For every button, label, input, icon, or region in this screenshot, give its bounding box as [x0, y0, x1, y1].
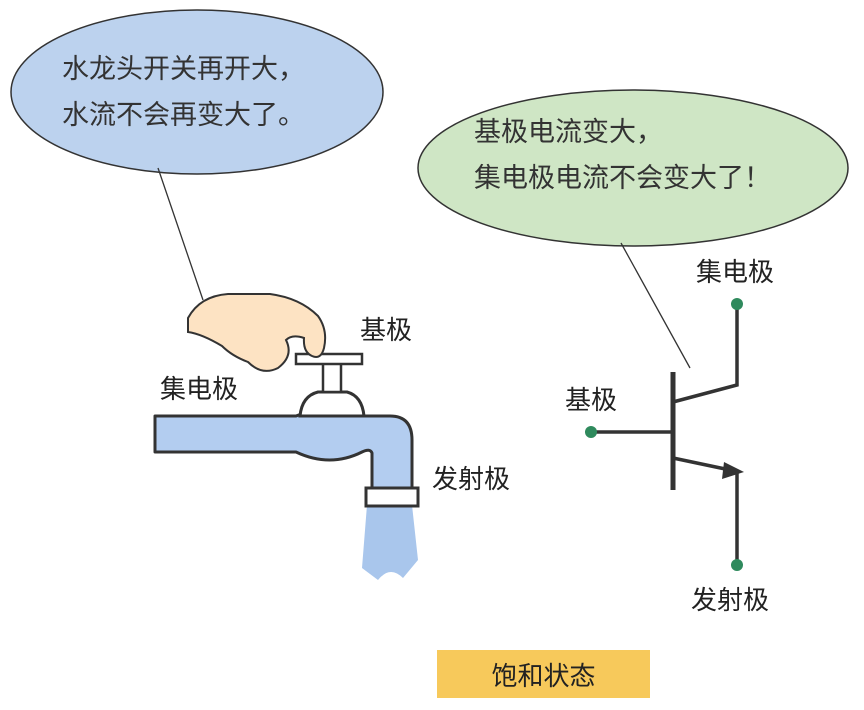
transistor-label-collector: 集电极 — [696, 258, 775, 288]
water-stream-icon — [362, 505, 418, 580]
faucet-icon — [153, 352, 420, 508]
faucet-label-base: 基极 — [360, 316, 413, 346]
faucet-bubble-line-1: 水龙头开关再开大， — [62, 54, 305, 85]
state-label: 饱和状态 — [491, 661, 596, 692]
transistor-bubble-text: 基极电流变大， 集电极电流不会变大了！ — [474, 110, 771, 202]
hand-icon — [187, 293, 327, 372]
emitter-arrow-icon — [722, 462, 744, 479]
transistor-bubble-line-2: 集电极电流不会变大了！ — [474, 163, 771, 194]
state-label-box: 饱和状态 — [437, 650, 650, 698]
faucet-label-collector: 集电极 — [160, 375, 239, 405]
transistor-symbol — [585, 298, 744, 571]
transistor-bubble-pointer — [620, 242, 691, 369]
faucet-bubble-pointer — [157, 167, 204, 301]
transistor-label-base: 基极 — [565, 386, 618, 416]
transistor-label-emitter: 发射极 — [691, 586, 770, 616]
collector-terminal-dot — [731, 298, 743, 310]
transistor-speech-bubble — [417, 89, 849, 369]
faucet-label-emitter: 发射极 — [432, 465, 511, 495]
faucet-bubble-line-2: 水流不会再变大了。 — [62, 100, 305, 131]
transistor-bubble-line-1: 基极电流变大， — [474, 117, 663, 148]
faucet-bubble-text: 水龙头开关再开大， 水流不会再变大了。 — [62, 47, 305, 139]
faucet-speech-bubble — [10, 9, 384, 301]
base-terminal-dot — [585, 426, 597, 438]
emitter-terminal-dot — [731, 559, 743, 571]
